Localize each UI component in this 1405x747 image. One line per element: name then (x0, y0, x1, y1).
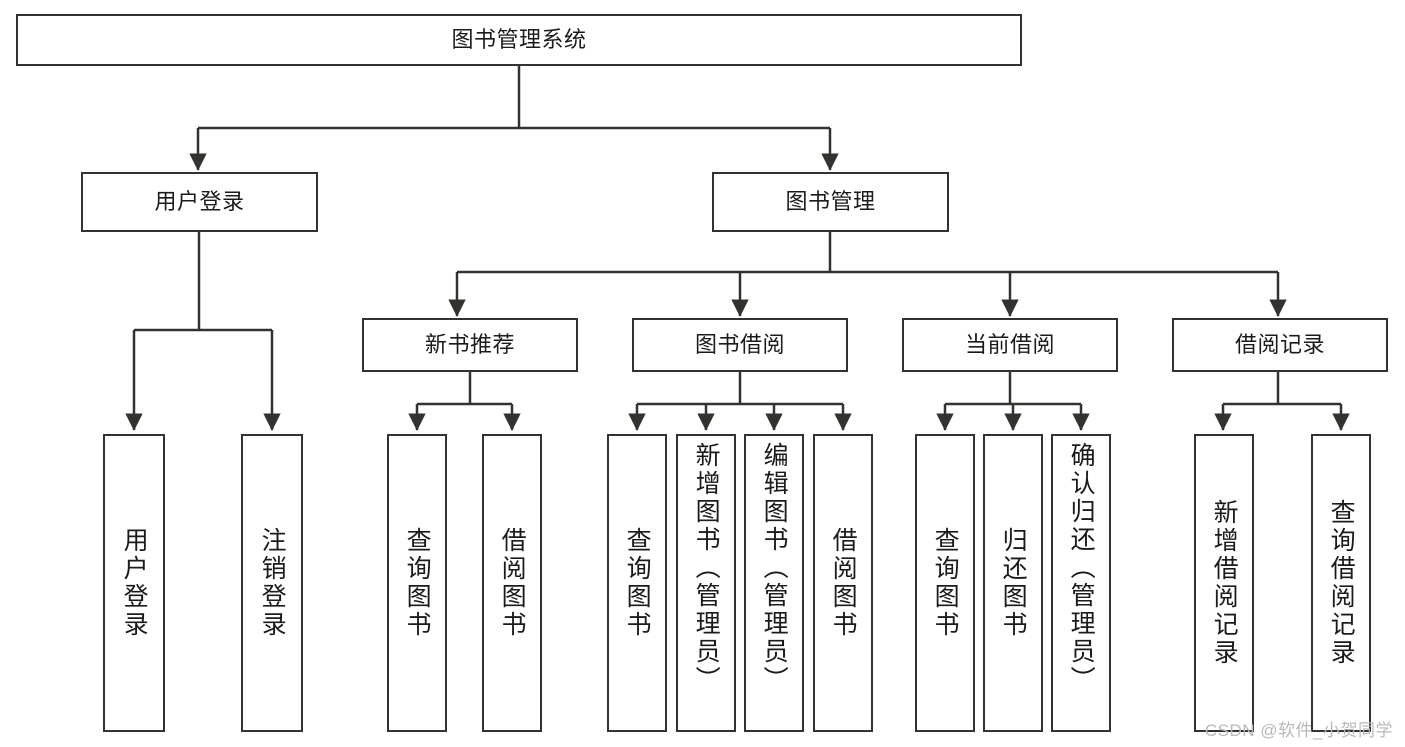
node-label: 归还图书 (999, 527, 1028, 639)
csdn-watermark: CSDN @软件_小贺同学 (1204, 721, 1393, 740)
node-label: 新增图书（管理员） (692, 442, 721, 694)
node-label: 借阅图书 (829, 527, 858, 639)
node-leaf-add-book-admin[interactable]: 新增图书（管理员） (676, 434, 736, 732)
node-label: 查询图书 (623, 527, 652, 639)
node-book-borrow[interactable]: 图书借阅 (632, 318, 848, 372)
node-book-management[interactable]: 图书管理 (712, 172, 949, 232)
node-label: 查询图书 (931, 527, 960, 639)
node-label: 查询图书 (403, 527, 432, 639)
node-new-book-recommend[interactable]: 新书推荐 (362, 318, 578, 372)
node-label: 借阅记录 (1234, 332, 1325, 358)
node-label: 当前借阅 (964, 332, 1055, 358)
node-borrow-record[interactable]: 借阅记录 (1172, 318, 1388, 372)
node-leaf-confirm-return-admin[interactable]: 确认归还（管理员） (1051, 434, 1111, 732)
node-current-borrow[interactable]: 当前借阅 (902, 318, 1118, 372)
node-leaf-borrow-book-recommend[interactable]: 借阅图书 (482, 434, 542, 732)
node-label: 新增借阅记录 (1210, 499, 1239, 667)
node-leaf-query-book-recommend[interactable]: 查询图书 (387, 434, 447, 732)
node-label: 用户登录 (154, 189, 245, 215)
node-label: 确认归还（管理员） (1067, 442, 1096, 694)
node-leaf-add-borrow-record[interactable]: 新增借阅记录 (1194, 434, 1254, 732)
node-leaf-query-book-current[interactable]: 查询图书 (915, 434, 975, 732)
node-leaf-edit-book-admin[interactable]: 编辑图书（管理员） (744, 434, 804, 732)
node-user-login[interactable]: 用户登录 (81, 172, 318, 232)
node-label: 图书管理系统 (451, 27, 587, 53)
node-leaf-query-book-borrow[interactable]: 查询图书 (607, 434, 667, 732)
node-label: 图书管理 (785, 189, 876, 215)
node-label: 查询借阅记录 (1327, 499, 1356, 667)
node-label: 新书推荐 (424, 332, 515, 358)
node-leaf-query-borrow-record[interactable]: 查询借阅记录 (1311, 434, 1371, 732)
node-leaf-logout[interactable]: 注销登录 (241, 434, 303, 732)
node-label: 用户登录 (120, 527, 149, 639)
node-leaf-user-login[interactable]: 用户登录 (103, 434, 165, 732)
node-root-book-management-system[interactable]: 图书管理系统 (16, 14, 1022, 66)
node-label: 注销登录 (258, 527, 287, 639)
node-label: 编辑图书（管理员） (760, 442, 789, 694)
node-label: 图书借阅 (694, 332, 785, 358)
node-leaf-borrow-book[interactable]: 借阅图书 (813, 434, 873, 732)
node-label: 借阅图书 (498, 527, 527, 639)
node-leaf-return-book[interactable]: 归还图书 (983, 434, 1043, 732)
